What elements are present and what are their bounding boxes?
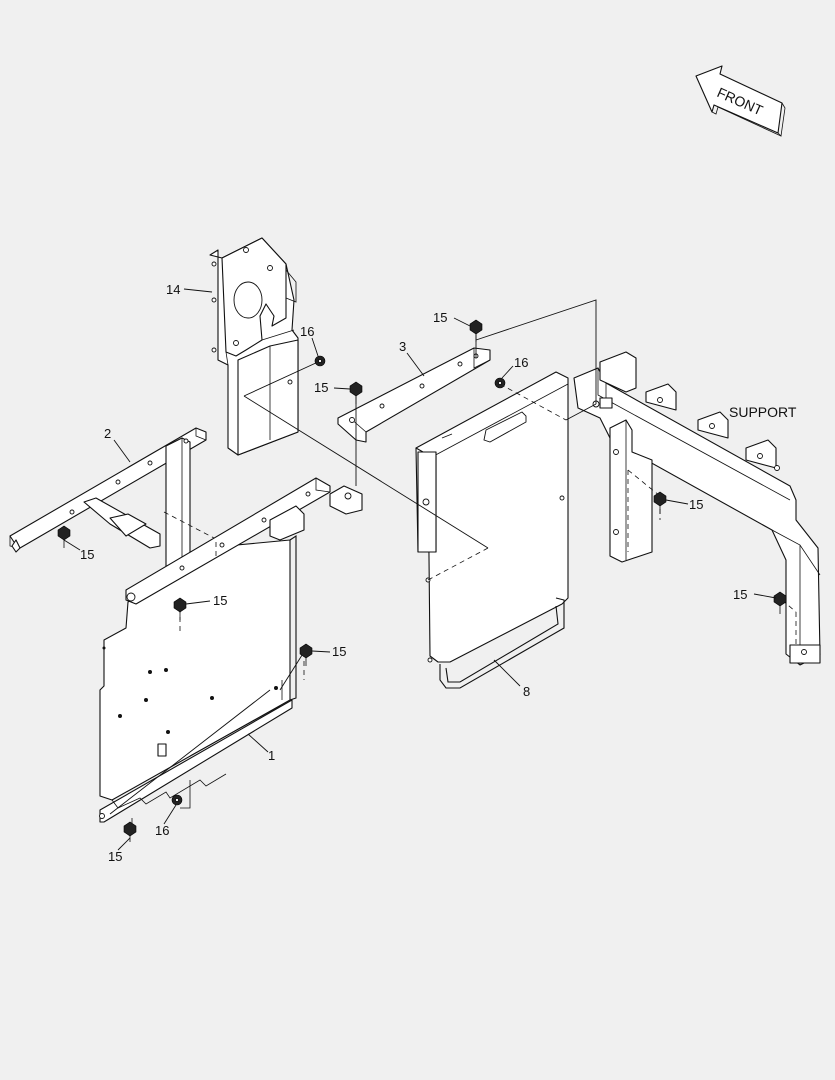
part-3-bracket (329, 347, 491, 515)
bolt-icon (469, 319, 483, 342)
callout-part-1: 1 (268, 748, 275, 763)
washer-icon (171, 794, 183, 806)
callout-part-14: 14 (166, 282, 180, 297)
support-label: SUPPORT (729, 404, 797, 420)
callout-bolt-15: 15 (689, 497, 703, 512)
part-8-cover (415, 371, 569, 689)
callout-washer-16: 16 (155, 823, 169, 838)
callout-part-2: 2 (104, 426, 111, 441)
callout-bolt-15: 15 (332, 644, 346, 659)
callout-washer-16: 16 (300, 324, 314, 339)
front-arrow-icon: FRONT (695, 65, 786, 137)
part-1-plate (99, 477, 331, 828)
washer-icon (494, 377, 506, 389)
support-frame: SUPPORT (573, 351, 821, 666)
bolt-icon (299, 643, 313, 666)
bolt-icon (123, 821, 137, 842)
bolt-icon (57, 525, 71, 548)
callout-bolt-15: 15 (433, 310, 447, 325)
washer-icon (314, 355, 326, 367)
fasteners (57, 319, 787, 842)
callout-part-3: 3 (399, 339, 406, 354)
callout-part-8: 8 (523, 684, 530, 699)
bolt-icon (173, 597, 187, 620)
callouts: 14 16 3 15 16 15 2 15 15 15 1 16 15 15 1… (80, 282, 747, 864)
callout-washer-16: 16 (514, 355, 528, 370)
callout-bolt-15: 15 (733, 587, 747, 602)
callout-bolt-15: 15 (108, 849, 122, 864)
bolt-icon (773, 591, 787, 614)
part-14-bracket (209, 237, 299, 456)
callout-bolt-15: 15 (314, 380, 328, 395)
label-leaders (63, 288, 777, 851)
bolt-icon (349, 381, 363, 404)
bolt-icon (653, 491, 667, 514)
callout-bolt-15: 15 (213, 593, 227, 608)
callout-bolt-15: 15 (80, 547, 94, 562)
